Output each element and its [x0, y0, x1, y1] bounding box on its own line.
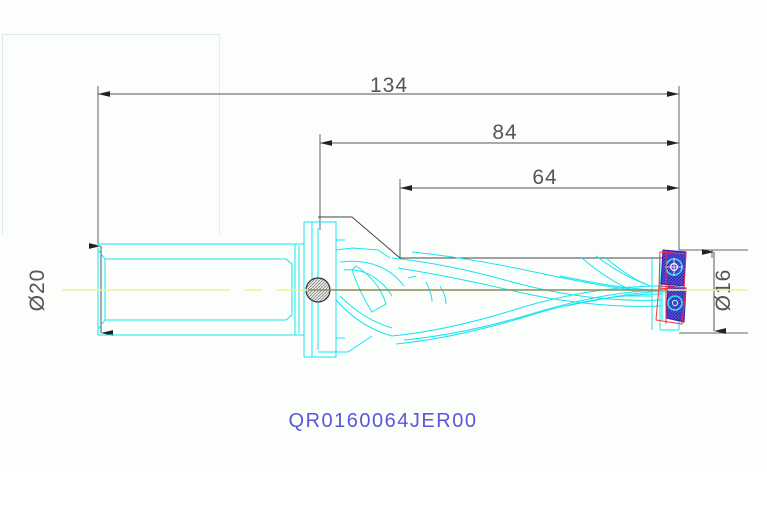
insert-upper [660, 249, 687, 287]
dimension-label-shank-diameter: Ø20 [26, 269, 49, 312]
part-number-label: QR0160064JER00 [289, 410, 478, 432]
extension-lines [97, 86, 748, 336]
flute-body [335, 247, 671, 345]
drawing-canvas-background [0, 0, 767, 470]
dimension-label-overall-length: 134 [370, 74, 408, 97]
dimension-label-flange-to-tip: 84 [492, 121, 517, 144]
dimension-label-flute-length: 64 [532, 166, 557, 189]
insert-lower [665, 285, 687, 323]
